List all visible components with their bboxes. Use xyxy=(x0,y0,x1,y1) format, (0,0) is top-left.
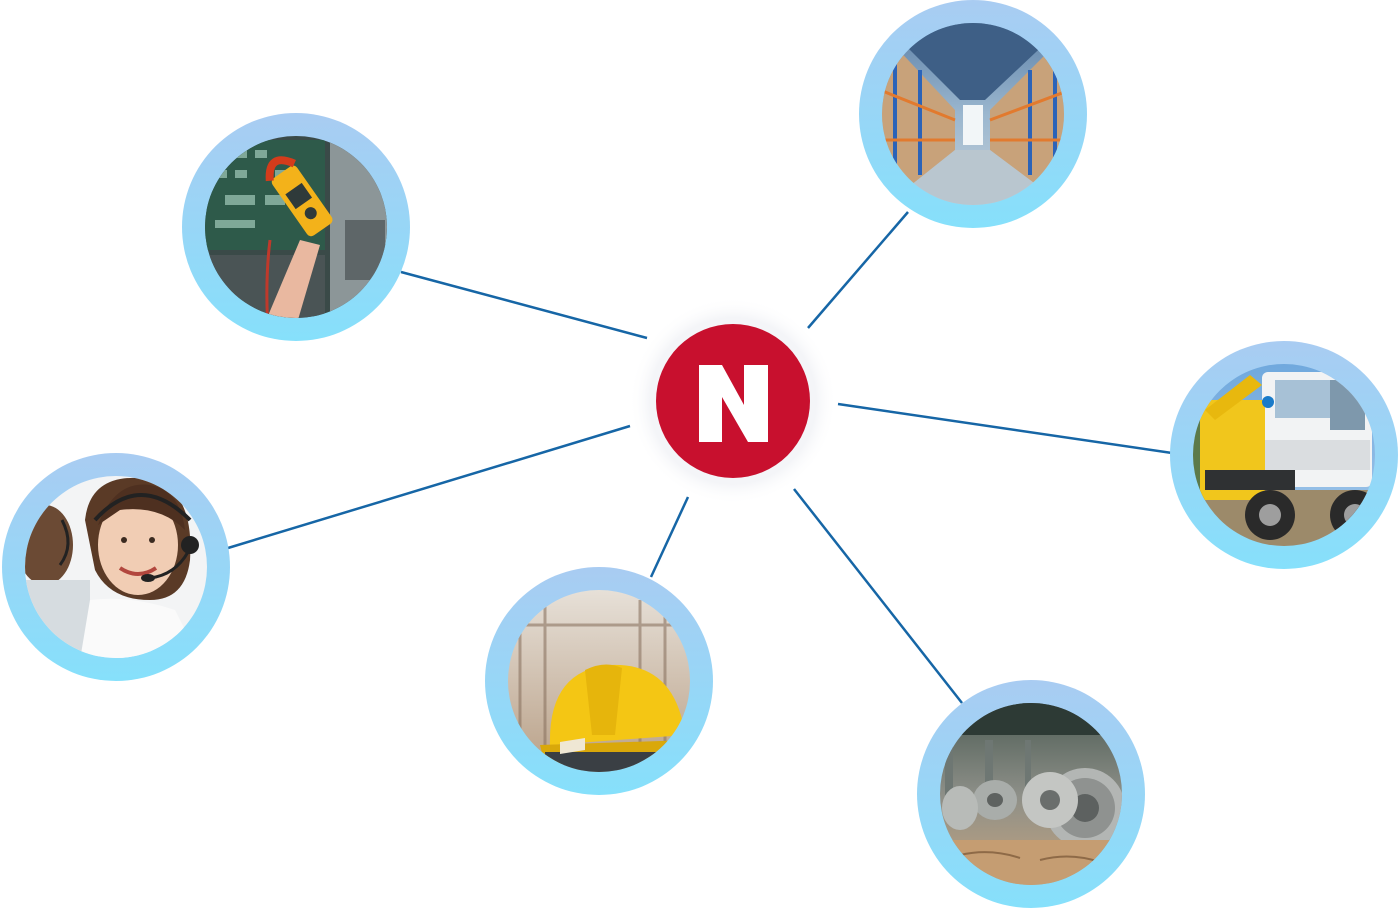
node-construction-safety[interactable] xyxy=(485,567,713,795)
node-steel-coil-industry[interactable] xyxy=(917,680,1145,908)
connector-helmet xyxy=(649,496,690,578)
headset-operators-icon xyxy=(25,476,207,658)
connector-electrical xyxy=(400,270,648,340)
node-crane-truck-transport[interactable] xyxy=(1170,341,1398,569)
n-logo-icon xyxy=(699,365,768,442)
steel-coils-icon xyxy=(940,703,1122,885)
node-warehouse-logistics[interactable] xyxy=(859,0,1087,228)
connector-call-center xyxy=(227,424,631,550)
connector-warehouse xyxy=(807,211,909,329)
connector-steel xyxy=(793,488,963,704)
connector-truck xyxy=(837,402,1173,455)
connectors xyxy=(227,211,1173,704)
hub-logo xyxy=(629,297,837,505)
node-electrical-maintenance[interactable] xyxy=(182,113,410,341)
node-call-center-support[interactable] xyxy=(2,453,230,681)
